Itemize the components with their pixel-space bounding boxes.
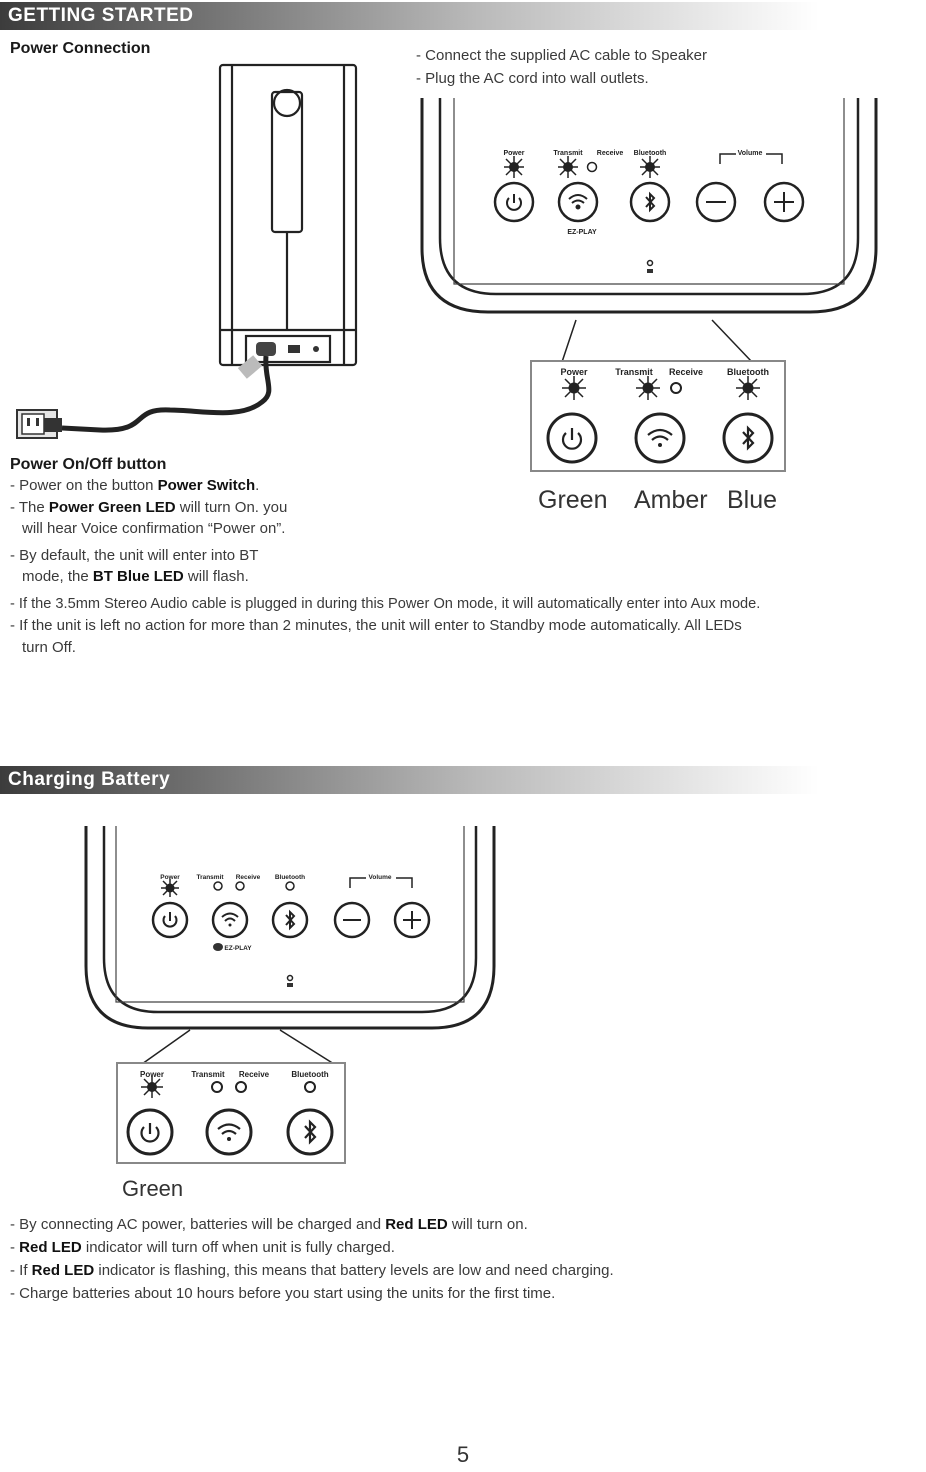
panel-label-transmit: Transmit bbox=[553, 150, 583, 157]
led-color-green: Green bbox=[538, 486, 608, 514]
onoff-line-2: - The Power Green LED will turn On. you bbox=[10, 499, 288, 516]
wifi-button bbox=[557, 181, 599, 223]
panel2-label-receive: Receive bbox=[236, 874, 261, 881]
panel2-label-transmit: Transmit bbox=[196, 874, 224, 881]
page-number: 5 bbox=[456, 1442, 470, 1467]
bluetooth-icon bbox=[645, 191, 656, 213]
volume-up-button bbox=[763, 181, 805, 223]
zoom-label-transmit: Transmit bbox=[615, 367, 653, 377]
charging-line-2: - Red LED indicator will turn off when u… bbox=[10, 1239, 395, 1256]
led-color-amber: Amber bbox=[634, 486, 708, 514]
onoff-line-4: - By default, the unit will enter into B… bbox=[10, 547, 259, 564]
panel-label-bluetooth: Bluetooth bbox=[634, 150, 667, 157]
onoff-line-5: mode, the BT Blue LED will flash. bbox=[22, 568, 249, 585]
zoom-connector-2 bbox=[141, 1029, 335, 1065]
panel2-label-volume: Volume bbox=[369, 874, 392, 881]
zoom2-label-bluetooth: Bluetooth bbox=[291, 1070, 328, 1079]
zoom2-label-transmit: Transmit bbox=[191, 1070, 225, 1079]
led-color-blue: Blue bbox=[727, 486, 778, 514]
power-onoff-heading: Power On/Off button bbox=[10, 456, 167, 473]
charging-led-color-green: Green bbox=[122, 1176, 184, 1201]
volume-down-button bbox=[695, 181, 737, 223]
power-icon bbox=[506, 197, 522, 211]
zoom-connector-1 bbox=[561, 319, 753, 363]
button-zoom-panel-2: Power Transmit Receive Bluetooth bbox=[116, 1062, 346, 1164]
speaker-top-panel: Power Transmit Receive Bluetooth Volume … bbox=[420, 98, 878, 314]
section-banner-charging-battery: Charging Battery bbox=[0, 766, 862, 794]
panel2-label-power: Power bbox=[160, 874, 180, 881]
zoom-label-power: Power bbox=[560, 367, 588, 377]
connect-bullet-1: - Connect the supplied AC cable to Speak… bbox=[416, 47, 708, 64]
power-connection-heading: Power Connection bbox=[10, 40, 151, 57]
onoff-line-7: - If the unit is left no action for more… bbox=[10, 617, 742, 634]
zoom-label-receive: Receive bbox=[669, 367, 703, 377]
zoom-label-bluetooth: Bluetooth bbox=[727, 367, 769, 377]
speaker-side-illustration bbox=[16, 63, 358, 439]
onoff-line-3: will hear Voice confirmation “Power on”. bbox=[22, 520, 286, 537]
wifi-icon bbox=[568, 194, 588, 204]
bluetooth-button bbox=[629, 181, 671, 223]
panel2-label-bluetooth: Bluetooth bbox=[275, 874, 305, 881]
connect-bullet-2: - Plug the AC cord into wall outlets. bbox=[416, 70, 649, 87]
panel-label-power: Power bbox=[503, 150, 524, 157]
panel2-label-ez-play: EZ-PLAY bbox=[224, 945, 252, 952]
charging-line-4: - Charge batteries about 10 hours before… bbox=[10, 1285, 556, 1302]
charging-line-1: - By connecting AC power, batteries will… bbox=[10, 1216, 528, 1233]
panel-label-volume: Volume bbox=[738, 150, 763, 157]
section-banner-getting-started: GETTING STARTED bbox=[0, 2, 862, 30]
zoom2-label-receive: Receive bbox=[239, 1070, 270, 1079]
onoff-line-1: - Power on the button Power Switch. bbox=[10, 477, 260, 494]
power-button bbox=[493, 181, 535, 223]
zoom2-label-power: Power bbox=[140, 1070, 164, 1079]
panel-label-receive: Receive bbox=[597, 150, 624, 157]
charging-line-3: - If Red LED indicator is flashing, this… bbox=[10, 1262, 614, 1279]
panel-label-ez-play: EZ-PLAY bbox=[567, 229, 597, 236]
speaker-top-panel-charging: Power Transmit Receive Bluetooth Volume … bbox=[84, 826, 496, 1030]
onoff-line-6: - If the 3.5mm Stereo Audio cable is plu… bbox=[10, 596, 761, 612]
wall-outlet-icon bbox=[16, 409, 62, 439]
button-zoom-panel-1: Power Transmit Receive Bluetooth bbox=[530, 360, 786, 472]
onoff-line-8: turn Off. bbox=[22, 639, 76, 656]
